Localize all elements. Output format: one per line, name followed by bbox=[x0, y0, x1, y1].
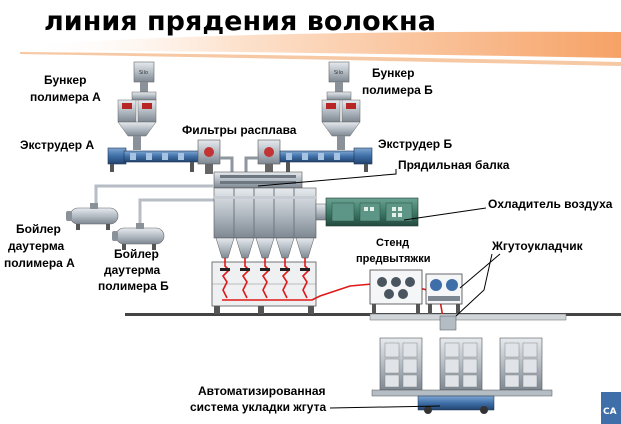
air-duct bbox=[315, 203, 327, 221]
boiler-a-label-line3: полимера А bbox=[4, 256, 75, 270]
tow-layer-label: Жгутоукладчик bbox=[491, 239, 584, 253]
extruder-a bbox=[107, 147, 201, 172]
leader-lines bbox=[257, 169, 501, 409]
company-logo: CA bbox=[601, 392, 621, 424]
boiler-a bbox=[66, 203, 119, 230]
melt-pipes bbox=[220, 156, 258, 176]
boiler-b-label-line2: даутерма bbox=[104, 263, 161, 277]
header-swoosh bbox=[20, 31, 621, 66]
godet-rolls bbox=[220, 268, 310, 271]
hopper-b: Silo bbox=[321, 61, 361, 150]
predraw-stand-label-line2: предвытяжки bbox=[356, 253, 431, 265]
air-cooler-label: Охладитель воздуха bbox=[488, 197, 613, 211]
spinning-cones bbox=[215, 237, 315, 259]
melt-filter-a bbox=[197, 139, 221, 174]
silo-b-label: Silo bbox=[334, 70, 343, 76]
extruder-b-label: Экструдер Б bbox=[378, 137, 452, 151]
hopper-b-label-line1: Бункер bbox=[372, 66, 414, 80]
tow-box-left bbox=[379, 337, 423, 391]
extruder-b bbox=[279, 147, 373, 172]
auto-system-label-line2: система укладки жгута bbox=[190, 400, 327, 414]
auto-system-label-line1: Автоматизированная bbox=[198, 384, 326, 398]
page-title: линия прядения волокна bbox=[44, 6, 436, 37]
spin-beam-label: Прядильная балка bbox=[398, 158, 510, 172]
air-cooler bbox=[325, 197, 419, 227]
predraw-stand bbox=[369, 269, 423, 314]
hopper-b-label-line2: полимера Б bbox=[362, 83, 433, 97]
tow-box-right bbox=[499, 337, 543, 391]
boiler-b bbox=[112, 223, 165, 250]
boiler-b-label-line1: Бойлер bbox=[114, 247, 159, 261]
hopper-a-label-line2: полимера А bbox=[30, 90, 101, 104]
tow-box-center bbox=[439, 337, 483, 391]
logo-text: CA bbox=[603, 407, 617, 417]
predraw-stand-label-line1: Стенд bbox=[376, 237, 409, 249]
lower-platform bbox=[369, 313, 567, 331]
conveyor-base bbox=[371, 389, 553, 414]
boiler-a-label-line2: даутерма bbox=[8, 239, 65, 253]
melt-filters-label: Фильтры расплава bbox=[182, 123, 297, 137]
extruder-a-label: Экструдер А bbox=[20, 138, 94, 152]
quench-chamber bbox=[213, 187, 317, 239]
boiler-a-label-line1: Бойлер bbox=[16, 222, 61, 236]
boiler-b-label-line3: полимера Б bbox=[98, 279, 169, 293]
tow-layer bbox=[425, 273, 463, 314]
hopper-a-label-line1: Бункер bbox=[44, 73, 86, 87]
hopper-a: Silo bbox=[117, 61, 157, 150]
melt-filter-b bbox=[257, 139, 281, 174]
tow-boxes bbox=[379, 337, 543, 391]
silo-a-label: Silo bbox=[139, 70, 148, 76]
